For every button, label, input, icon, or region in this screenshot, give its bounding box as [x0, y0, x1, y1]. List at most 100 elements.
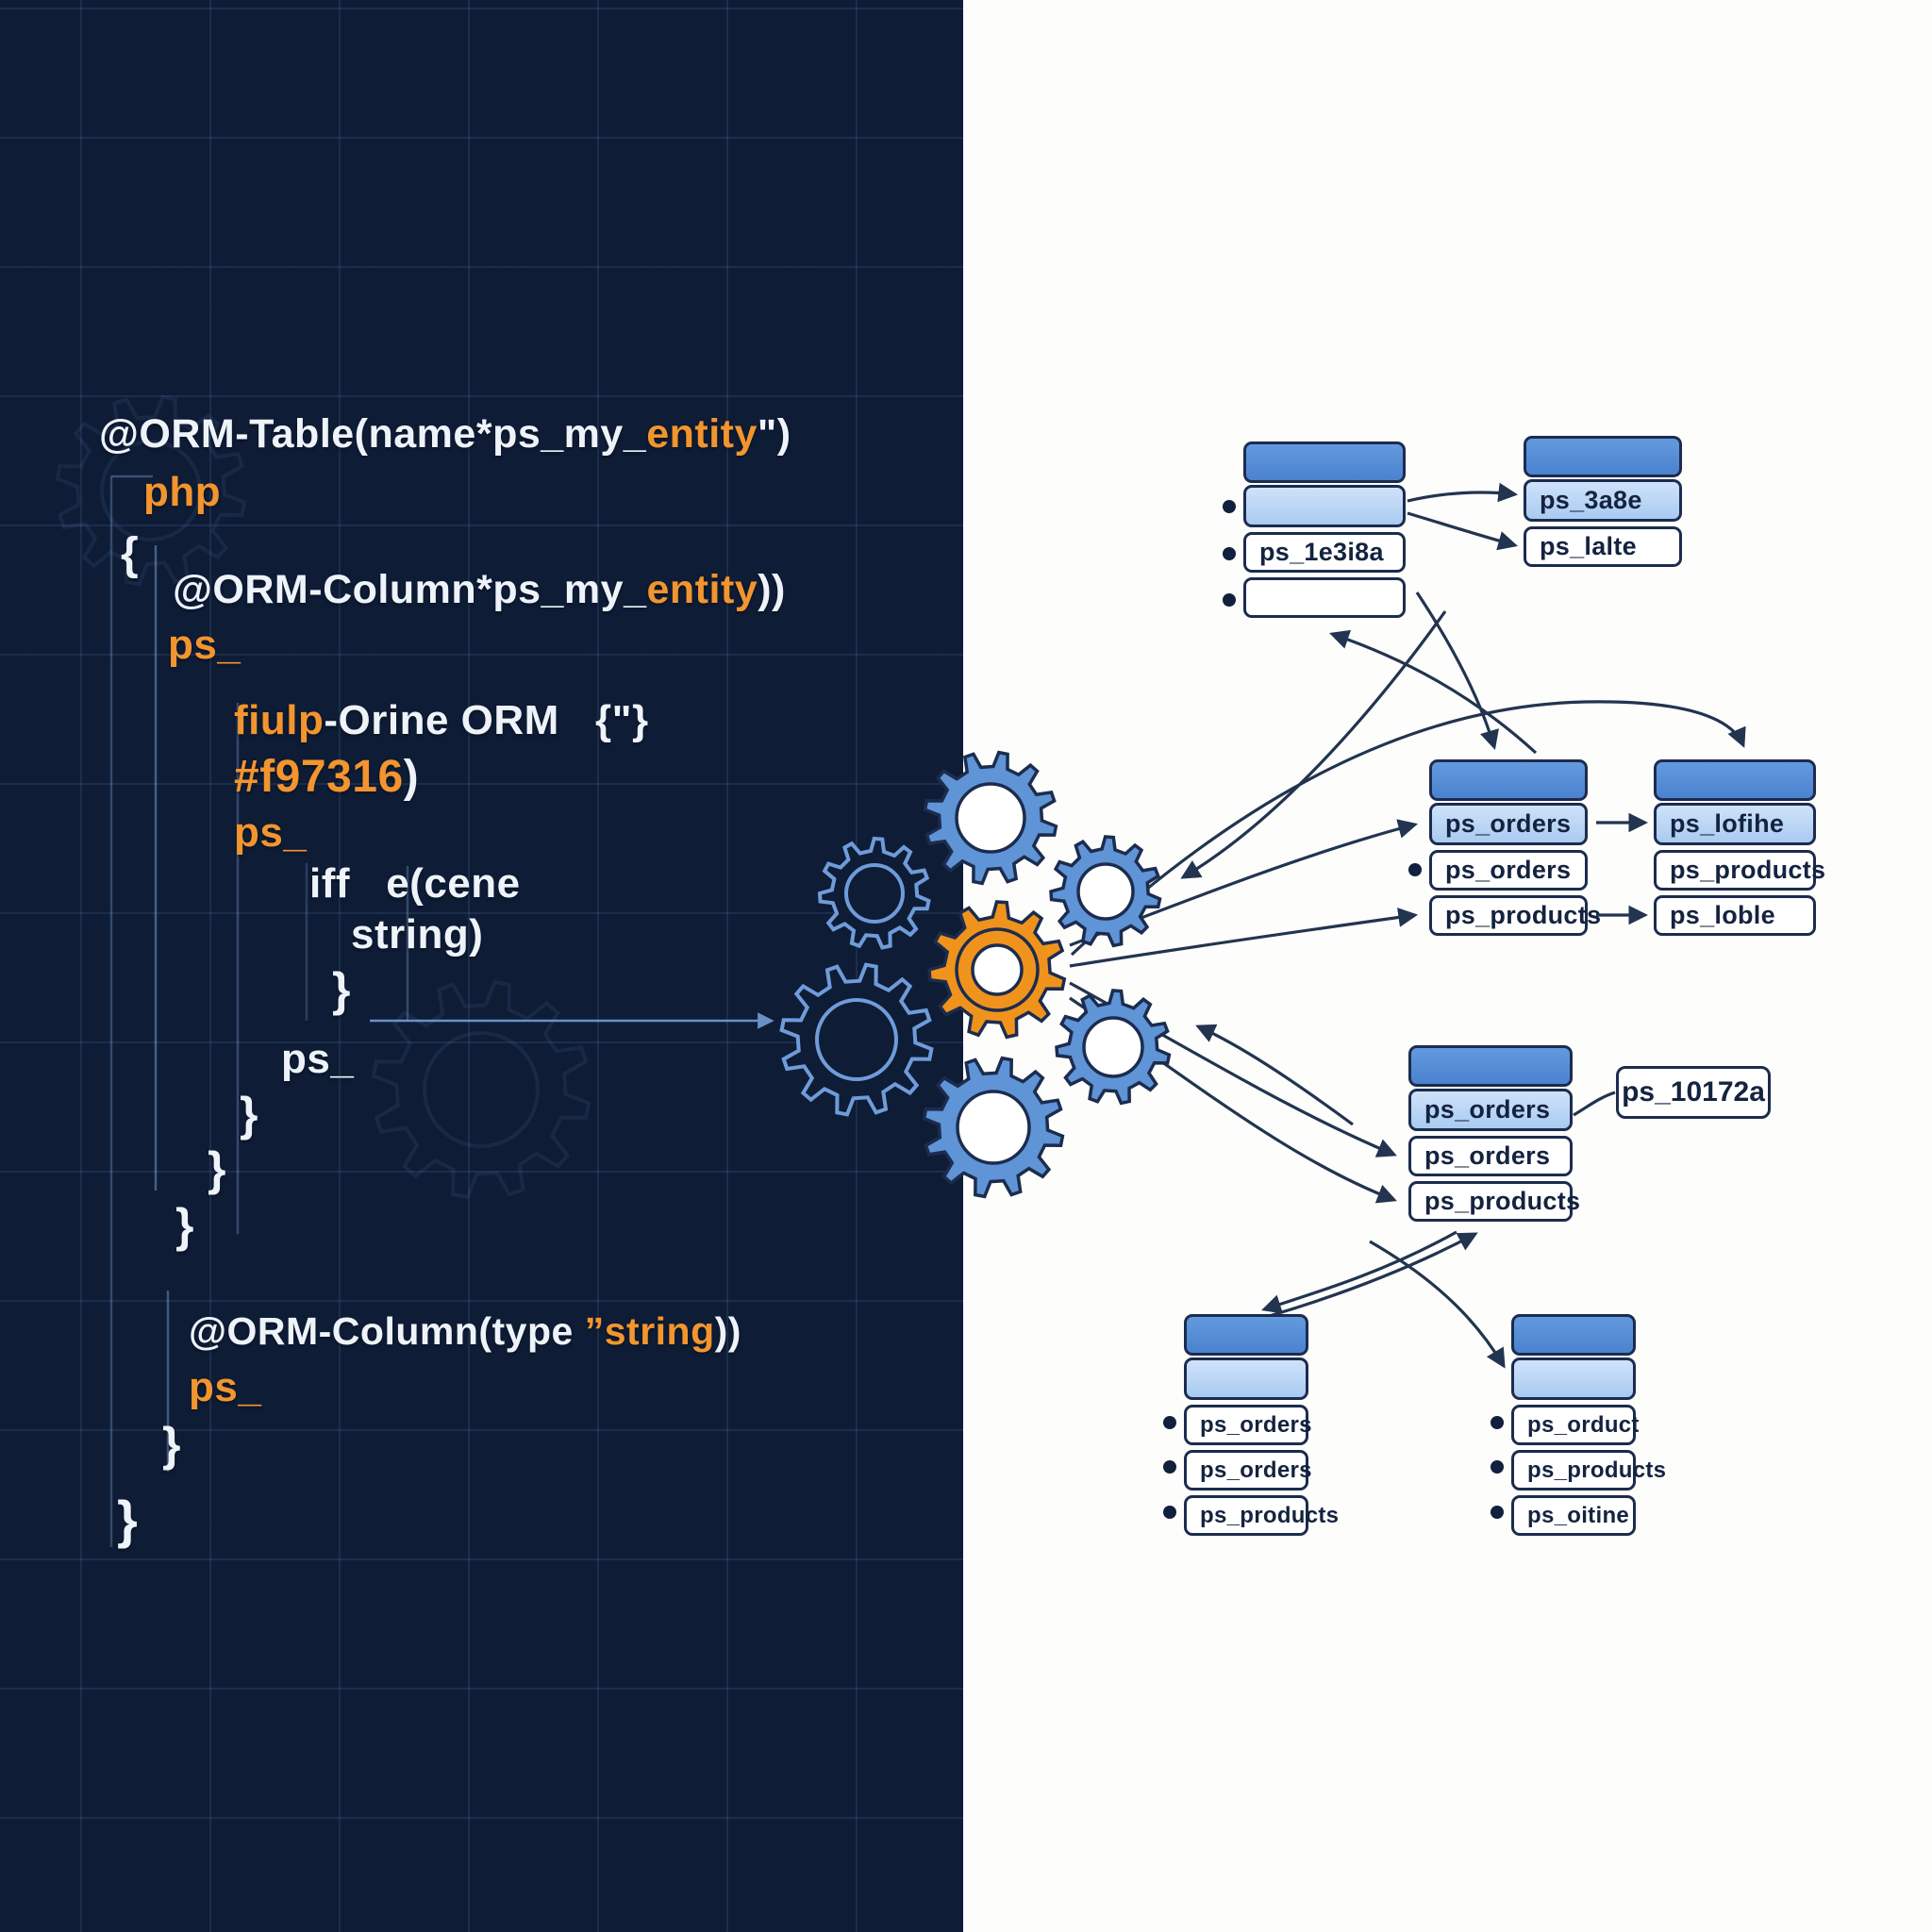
table-row-label: ps_products [1527, 1457, 1667, 1483]
table-f: ps_orders ps_orders ps_products [1184, 1314, 1339, 1536]
code-token: ) [403, 752, 420, 802]
gear-hole [1076, 862, 1135, 921]
row-bullet [1163, 1506, 1176, 1519]
table-row [1184, 1357, 1308, 1400]
table-row [1243, 577, 1406, 618]
code-token: } [162, 1418, 181, 1471]
row-bullet [1223, 593, 1236, 607]
table-d: ps_lofihe ps_products ps_loble [1654, 759, 1825, 936]
code-token: @ORM-Table(name*ps_my_ [99, 411, 647, 457]
code-line: } [208, 1141, 226, 1196]
table-row-label: ps_1e3i8a [1259, 538, 1384, 566]
table-header-row [1654, 759, 1816, 801]
table-header-row [1429, 759, 1588, 801]
table-row-label: ps_orders [1445, 809, 1572, 838]
table-row: ps_orders [1429, 850, 1588, 891]
code-line: string) [351, 911, 483, 958]
table-header-row [1511, 1314, 1636, 1356]
code-line: @ORM-Column*ps_my_entity)) [173, 567, 786, 613]
arrow-into-a-bottom [1329, 629, 1538, 755]
code-line: @ORM-Table(name*ps_my_entity") [99, 411, 791, 458]
table-row-label: ps_orders [1445, 856, 1572, 884]
table-row: ps_orduct [1511, 1405, 1639, 1445]
row-bullet [1163, 1416, 1176, 1429]
code-token: } [332, 963, 351, 1016]
gear-ring [955, 927, 1040, 1012]
code-token-orange: fiulp [234, 697, 325, 743]
gear-hole [971, 943, 1024, 996]
code-token: )) [758, 567, 786, 612]
gear-watermark [371, 979, 591, 1200]
arrow-into-g [1369, 1240, 1506, 1369]
table-row-label: ps_loble [1670, 901, 1775, 929]
table-row-label: ps_products [1670, 856, 1826, 884]
table-row-label: ps_products [1200, 1502, 1340, 1528]
table-c: ps_orders ps_orders ps_products [1429, 759, 1601, 936]
table-row: ps_1e3i8a [1243, 532, 1406, 573]
code-token: ") [757, 411, 791, 457]
table-row: ps_products [1408, 1181, 1580, 1222]
code-token-orange: #f97316 [234, 752, 404, 802]
arrow-a-to-b1 [1407, 482, 1519, 503]
table-row [1243, 485, 1406, 527]
relation-arrows [1069, 482, 1746, 1369]
arrow-into-gears-lower [1195, 1024, 1354, 1126]
table-row: ps_lofihe [1654, 803, 1816, 845]
table-e: ps_orders ps_orders ps_products [1408, 1045, 1580, 1222]
code-token-orange: ”string [584, 1309, 715, 1353]
code-line: { [121, 528, 139, 580]
table-row-label: ps_orduct [1527, 1411, 1640, 1438]
row-bullet [1491, 1460, 1504, 1474]
table-row: ps_3a8e [1524, 479, 1682, 522]
table-header-row [1184, 1314, 1308, 1356]
code-token: string) [351, 911, 484, 958]
code-line: } [175, 1198, 194, 1253]
arrow-gear-to-d-header [1070, 700, 1746, 957]
code-token: @ORM-Column*ps_my_ [173, 567, 647, 612]
code-line: php [143, 469, 221, 516]
table-row-label: ps_orders [1200, 1457, 1312, 1483]
gear-cluster [55, 394, 1172, 1200]
row-bullet [1163, 1460, 1176, 1474]
code-token-orange: entity [646, 567, 758, 612]
indent-guide-lines [109, 475, 409, 1547]
gear-hole [956, 1090, 1031, 1165]
code-blueprint-panel [0, 0, 963, 1932]
table-row-label: ps_orders [1200, 1411, 1312, 1438]
code-token: { [121, 529, 140, 579]
code-token: -Orine ORM [324, 697, 559, 743]
table-row-label: ps_products [1445, 901, 1602, 929]
table-header-row [1524, 436, 1682, 477]
gear-watermark-hole [423, 1031, 540, 1148]
table-a: ps_1e3i8a [1243, 441, 1406, 618]
row-bullet [1223, 547, 1236, 560]
code-line: ps_ [281, 1036, 354, 1083]
gear-outline-hole [815, 998, 898, 1081]
code-token-orange: ps_ [189, 1364, 262, 1410]
table-row-label: ps_products [1424, 1187, 1581, 1215]
code-token: iff e(cene [309, 860, 521, 907]
code-token: } [175, 1199, 194, 1252]
code-line: } [240, 1087, 258, 1141]
table-row: ps_orders [1408, 1089, 1573, 1131]
code-line: @ORM-Column(type ”string)) [189, 1309, 741, 1354]
schema-diagram-panel [963, 0, 1932, 1932]
arrow-into-c-header [1415, 591, 1499, 750]
gear-outline-hole [844, 863, 905, 924]
code-line: #f97316) [234, 751, 419, 803]
arrow-up-into-e [1265, 1232, 1478, 1319]
table-row: ps_products [1429, 895, 1601, 936]
table-row-label: ps_orders [1424, 1141, 1551, 1170]
code-line: iff e(cene [309, 860, 521, 908]
arrow-e-to-f [1261, 1230, 1457, 1314]
code-line: fiulp-Orine ORM {"} [234, 697, 649, 744]
table-row-label: ps_3a8e [1540, 486, 1642, 514]
code-token: )) [714, 1309, 741, 1353]
code-line: } [332, 962, 351, 1017]
code-token: } [240, 1088, 258, 1141]
table-header-row [1408, 1045, 1573, 1087]
fk-label-box: ps_10172a [1616, 1066, 1771, 1119]
